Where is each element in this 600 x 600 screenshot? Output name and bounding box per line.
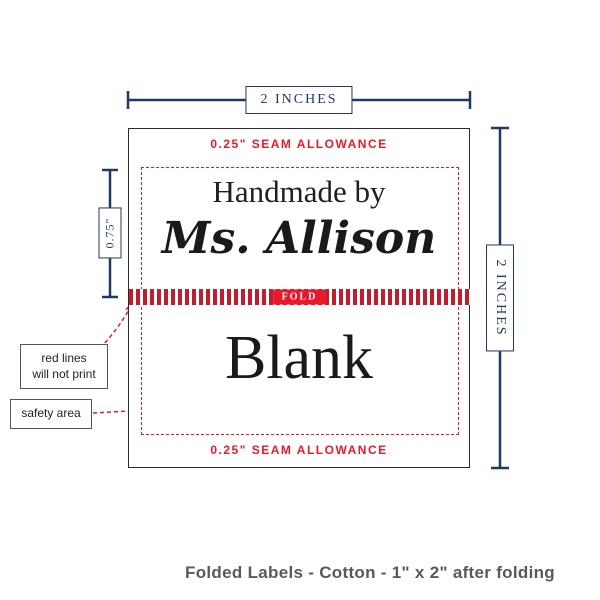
seam-allowance-top: 0.25" SEAM ALLOWANCE — [210, 137, 388, 151]
callout-red-lines: red lines will not print — [20, 344, 108, 390]
label-line-name-script: Ms. Allison — [161, 213, 437, 264]
top-dimension-label: 2 INCHES — [245, 86, 353, 114]
seam-allowance-bottom: 0.25" SEAM ALLOWANCE — [210, 443, 388, 457]
label-back-text-blank: Blank — [224, 324, 374, 392]
fold-stripe-band: FOLD — [129, 289, 470, 305]
right-dimension-label: 2 INCHES — [486, 244, 514, 352]
callout-safety-area: safety area — [10, 399, 92, 429]
label-line-handmade-by: Handmade by — [212, 174, 386, 209]
diagram-caption: Folded Labels - Cotton - 1" x 2" after f… — [185, 563, 555, 582]
left-dimension-label: 0.75" — [98, 207, 122, 259]
fold-badge: FOLD — [272, 289, 327, 305]
